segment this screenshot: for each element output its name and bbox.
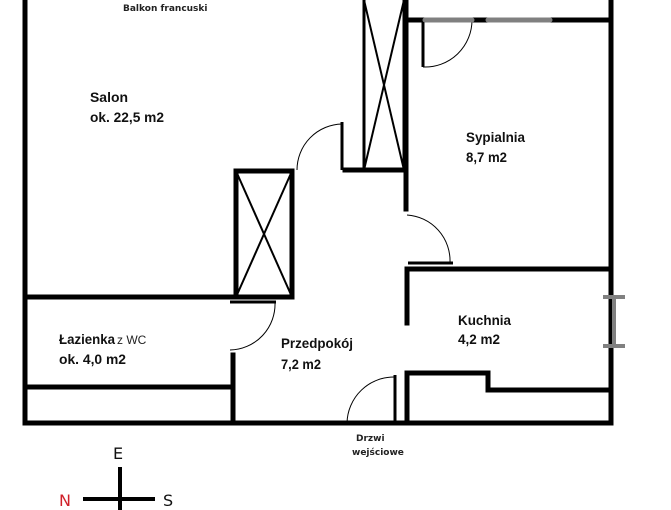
kitchen-area: 4,2 m2 [458,331,500,347]
bathroom-door [229,300,276,351]
bedroom-name: Sypialnia [466,129,525,145]
bathroom-name: Łazienka [59,331,115,347]
compass-north: N [59,491,71,510]
entrance-door [346,375,397,424]
bedroom-door [421,19,473,68]
compass-south: S [163,491,173,510]
ventilation-shaft-lower [233,168,295,300]
doors [229,19,473,424]
compass-east: E [113,444,123,463]
ventilation-shaft-upper [362,0,406,172]
entrance-label-line2: wejściowe [352,447,404,458]
kitchen-window [603,295,625,348]
shafts [233,0,406,300]
balcony-label: Balkon francuski [123,4,208,14]
bedroom-area: 8,7 m2 [466,149,507,165]
kitchen-name: Kuchnia [458,312,511,328]
kitchen-door [406,214,453,265]
labels: Balkon francuski Salon ok. 22,5 m2 Sypia… [59,4,525,458]
kitchen-bottom-wall [404,370,614,393]
bathroom-name-suffix: z WC [117,333,147,347]
walls [22,0,614,426]
salon-area: ok. 22,5 m2 [90,109,164,125]
bathroom-area: ok. 4,0 m2 [59,351,126,367]
salon-name: Salon [90,89,128,105]
hall-name: Przedpokój [281,335,353,351]
windows [422,17,625,348]
salon-door [296,122,344,171]
compass: E N S [59,444,173,510]
entrance-label-line1: Drzwi [356,434,385,444]
hall-area: 7,2 m2 [281,356,321,372]
